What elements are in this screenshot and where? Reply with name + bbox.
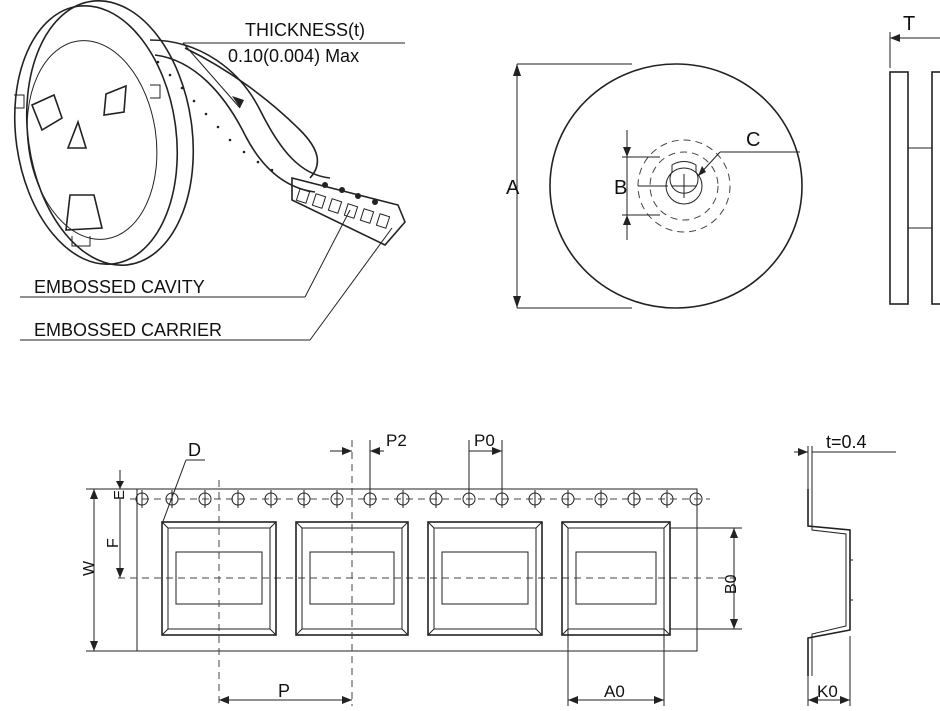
- embossed-carrier-label: EMBOSSED CARRIER: [34, 320, 222, 340]
- dimension-a-label: A: [506, 177, 520, 199]
- dimension-c-label: C: [746, 129, 760, 151]
- tape-side-profile: [794, 446, 896, 706]
- dimension-p-label: P: [278, 681, 290, 701]
- thickness-value: 0.10(0.004) Max: [228, 46, 359, 66]
- dimension-p2-label: P2: [386, 431, 407, 450]
- embossed-cavity-label: EMBOSSED CAVITY: [34, 277, 205, 297]
- dimension-f-label: F: [105, 538, 122, 548]
- dimension-d-label: D: [188, 440, 201, 460]
- dimension-e-label: E: [111, 490, 128, 500]
- dimension-a0-label: A0: [604, 682, 625, 701]
- reel-front-view: [513, 63, 803, 309]
- reel-perspective-view: [13, 0, 406, 341]
- carrier-tape-view: [86, 440, 742, 706]
- dimension-p0-label: P0: [474, 431, 495, 450]
- sprocket-dots: [156, 60, 378, 205]
- thickness-title: THICKNESS(t): [245, 20, 365, 40]
- dimension-w-label: W: [81, 560, 98, 576]
- reel-side-view: [889, 32, 940, 305]
- dimension-k0-label: K0: [817, 682, 838, 701]
- dimension-t-label: T: [903, 13, 915, 35]
- tape-thickness-label: t=0.4: [826, 432, 867, 452]
- sprocket-holes: [135, 490, 703, 508]
- dimension-b0-label: B0: [723, 574, 740, 594]
- dimension-b-label: B: [614, 177, 627, 199]
